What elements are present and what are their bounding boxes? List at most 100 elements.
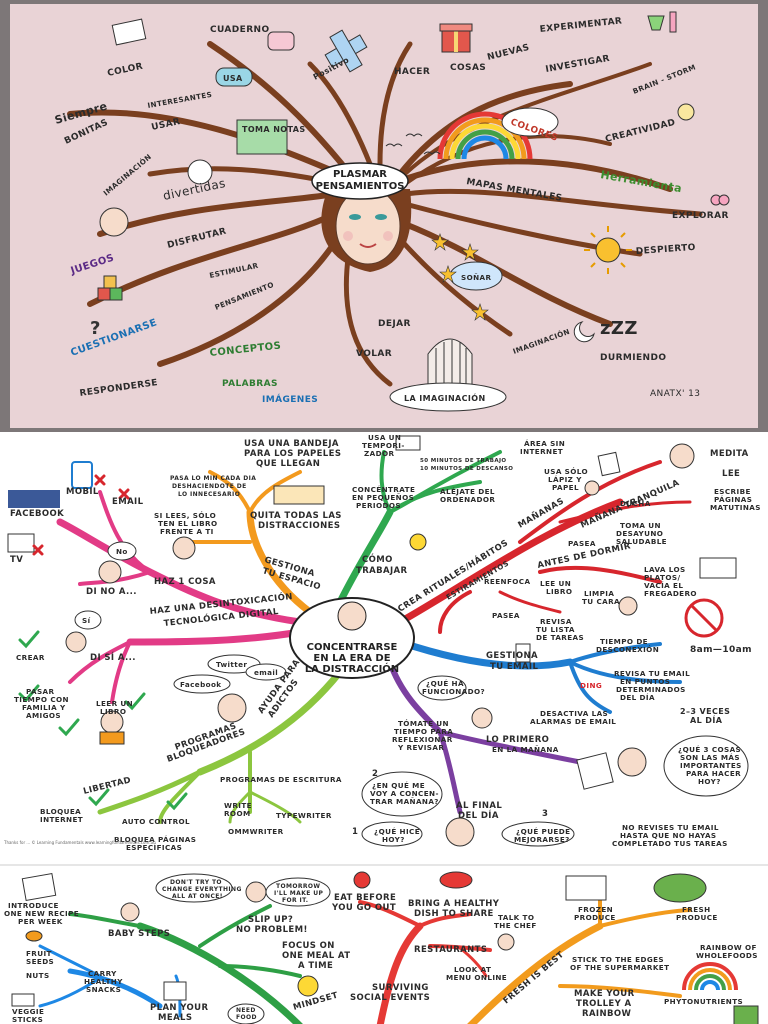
label-la-imaginacion: LA IMAGINACIÓN: [404, 392, 486, 403]
label-num-3: 3: [542, 809, 548, 819]
label-estimular: ESTIMULAR: [209, 261, 260, 280]
face-wash-icon: [618, 596, 638, 616]
label-imaginacion: IMAGINACIÓN: [102, 152, 154, 197]
label-toma-desayuno-2: DESAYUNO: [616, 529, 663, 538]
label-en-que: ¿EN QUÉ ME: [372, 781, 425, 790]
center-line-3: LA DISTRACCIÓN: [305, 662, 399, 675]
label-que-hice-2: HOY?: [382, 835, 405, 844]
label-hacer: HACER: [394, 67, 430, 77]
label-que-hice: ¿QUÉ HICE: [374, 827, 420, 836]
label-slip-up-2: NO PROBLEM!: [236, 925, 308, 935]
label-pasa-lo-3: LO INNECESARIO: [178, 491, 240, 498]
label-minutos-2: 10 MINUTOS DE DESCANSO: [420, 466, 513, 472]
label-cuestionarse: CUESTIONARSE: [69, 317, 158, 359]
checklist-icon: [576, 752, 614, 790]
checks-crosses: [18, 474, 188, 811]
label-tomorrow-3: FOR IT.: [282, 897, 308, 904]
question-mark-icon: ?: [90, 318, 100, 339]
label-que-puede-2: MEJORARSE?: [514, 835, 570, 844]
baby-icon: [120, 902, 140, 922]
butterfly-icon: [710, 194, 730, 206]
bubble-need-food: [227, 1003, 265, 1024]
label-tomate-tiempo-4: Y REVISAR: [397, 743, 444, 752]
birds-decoration: [385, 133, 441, 155]
label-desactiva-2: ALARMAS DE EMAIL: [530, 717, 616, 726]
label-durmiendo: DURMIENDO: [600, 353, 666, 363]
label-stick-2: OF THE SUPERMARKET: [570, 963, 669, 972]
icons: [7, 435, 737, 847]
label-si-lees-2: TEN EL LIBRO: [158, 519, 218, 528]
person-icon: [245, 881, 267, 903]
label-toma-notas: TOMA NOTAS: [242, 125, 305, 134]
label-look-menu-2: MENU ONLINE: [446, 973, 507, 982]
label-gestiona-email-2: TU EMAIL: [490, 662, 538, 672]
credit-text: Thanks for ... © Learning Fundamentals w…: [4, 840, 156, 845]
label-concentrate-2: EN PEQUEÑOS: [352, 493, 414, 502]
label-color: COLOR: [107, 62, 145, 79]
label-palabras: PALABRAS: [222, 379, 278, 389]
label-alejate-2: ORDENADOR: [440, 495, 495, 504]
label-zzz: zZZ: [600, 318, 638, 339]
label-fresh-best: FRESH IS BEST: [502, 950, 567, 1007]
label-surviving: SURVIVING: [372, 983, 429, 993]
label-lo-primero-2: EN LA MAÑANA: [492, 745, 559, 754]
label-que-3: ¿QUÉ 3 COSAS: [678, 745, 741, 754]
label-escribe-3: MATUTINAS: [710, 503, 761, 512]
label-twitter: Twitter: [216, 660, 247, 669]
label-lee: LEE: [722, 469, 740, 479]
label-si-lees: SI LEES, SÓLO: [154, 511, 216, 520]
label-sonar: SOÑAR: [461, 273, 491, 282]
label-lava-3: VACÍA EL: [644, 581, 683, 590]
label-concentrate-3: PERIODOS: [356, 501, 401, 510]
label-plan: PLAN YOUR: [150, 1003, 208, 1013]
mind-map-healthy-eating: INTRODUCE ONE NEW RECIPE PER WEEK DON'T …: [4, 871, 759, 1024]
label-cosas: COSAS: [450, 63, 486, 73]
label-tomorrow-2: I'LL MAKE UP: [274, 890, 324, 897]
mind-map-concentracion-panel: CONCENTRARSE EN LA ERA DE LA DISTRACCIÓN: [0, 432, 768, 864]
label-cuaderno: CUADERNO: [210, 25, 270, 35]
label-bring-2: DISH TO SHARE: [414, 909, 494, 919]
label-investigar: INVESTIGAR: [545, 54, 611, 75]
rainbow-icon: [682, 962, 738, 991]
label-bloquea-paginas: BLOQUEA PÁGINAS: [114, 835, 196, 844]
label-escribe-2: PÁGINAS: [714, 495, 752, 504]
label-tiempo-desc: TIEMPO DE: [600, 637, 648, 646]
label-revisa-email-4: DEL DÍA: [620, 693, 655, 702]
label-leer-libro-2: LIBRO: [100, 707, 126, 716]
label-limpia-2: TU CARA: [582, 597, 620, 606]
label-focus-2: ONE MEAL AT: [282, 951, 350, 961]
label-crear: CREAR: [16, 653, 45, 662]
cuaderno-jar: [267, 31, 295, 51]
label-al-final: AL FINAL: [456, 801, 502, 811]
label-plan-2: MEALS: [158, 1013, 192, 1023]
label-bloquea-internet: BLOQUEA: [40, 807, 81, 816]
label-baby-steps: BABY STEPS: [108, 929, 170, 939]
label-que-3e: HOY?: [698, 777, 721, 786]
label-di-si: DI SÍ A...: [90, 651, 136, 663]
person-evening-icon: [445, 817, 475, 847]
branches: [38, 884, 692, 1024]
label-slip-up: SLIP UP?: [248, 915, 293, 925]
label-facebook: FACEBOOK: [10, 509, 64, 519]
label-pensamiento: PENSAMIENTO: [213, 280, 275, 312]
label-que-ha-2: FUNCIONADO?: [422, 687, 485, 696]
label-gestiona-email: GESTIONA: [486, 651, 538, 661]
face-illustration: [321, 187, 412, 272]
label-ding: DING: [580, 681, 602, 690]
clipboard-icon: [515, 643, 531, 663]
usa-box: [215, 67, 253, 87]
label-carry-3: SNACKS: [86, 985, 121, 994]
label-look-menu: LOOK AT: [454, 965, 491, 974]
label-usa: USA: [223, 74, 243, 83]
label-como-trabajar-2: TRABAJAR: [356, 566, 408, 576]
cross-icon: [118, 488, 130, 500]
label-herramienta: Herramienta: [599, 168, 683, 195]
dish-icon: [439, 871, 473, 889]
smile-icon: [409, 533, 427, 551]
label-restaurants: RESTAURANTS: [414, 945, 487, 955]
bubble-que-ha: [417, 675, 467, 701]
colores-cloud: [501, 107, 559, 137]
label-conceptos: CONCEPTOS: [209, 341, 282, 359]
label-lee-libro-m: LEE UN: [540, 579, 571, 588]
center-line-2: PENSAMIENTOS: [316, 181, 405, 192]
